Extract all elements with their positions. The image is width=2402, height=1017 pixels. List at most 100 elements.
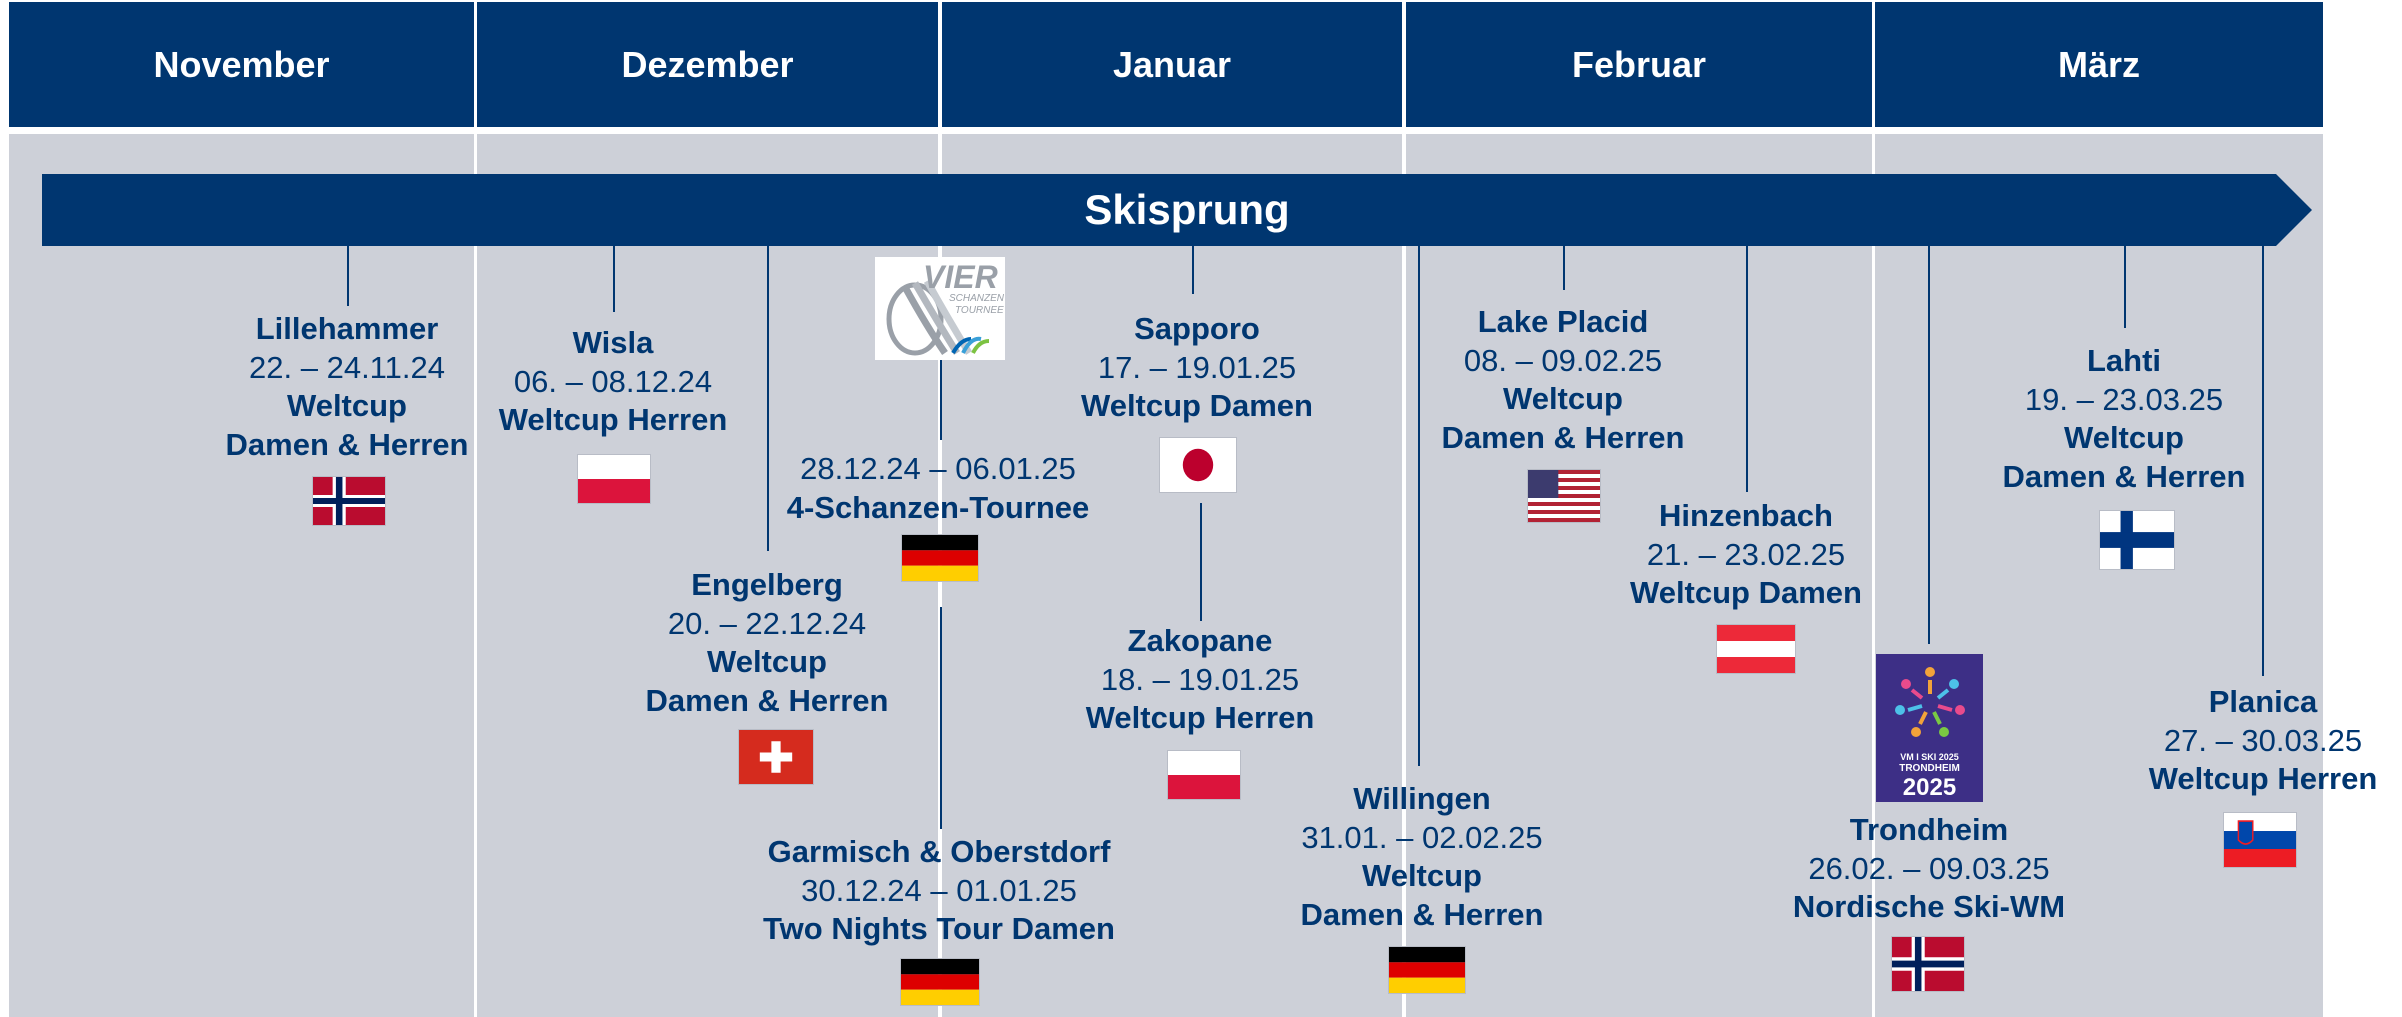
connector-lillehammer [347, 246, 349, 306]
vierschanzentournee-logo-graphic [886, 279, 990, 356]
connector-lakeplacid [1563, 246, 1565, 290]
month-header-maerz: März [1875, 2, 2323, 127]
event-place: Lahti [2086, 343, 2162, 378]
event-zakopane: Zakopane 18. – 19.01.25 Weltcup Herren [1050, 622, 1350, 738]
flag-germany-garmisch-icon [900, 958, 980, 1006]
flag-usa-lake-placid-icon [1527, 469, 1601, 523]
event-engelberg: Engelberg 20. – 22.12.24 Weltcup Damen &… [617, 566, 917, 720]
month-column-februar [1406, 134, 1872, 1017]
event-date: 26.02. – 09.03.25 [1808, 850, 2050, 886]
event-detail: Weltcup Herren [1085, 700, 1315, 735]
event-date: 18. – 19.01.25 [1100, 661, 1300, 697]
event-place: Engelberg [691, 567, 843, 602]
event-detail: Weltcup Damen [1081, 388, 1313, 423]
month-header-november: November [9, 2, 474, 127]
event-date: 21. – 23.02.25 [1646, 536, 1846, 572]
event-detail: Weltcup [707, 644, 827, 679]
vier-logo-text: VIER [923, 259, 998, 295]
skisprung-banner-arrow [42, 174, 2312, 246]
flag-slovenia-planica-icon [2223, 812, 2297, 868]
month-column-november [9, 134, 474, 1017]
event-sapporo: Sapporo 17. – 19.01.25 Weltcup Damen [1047, 310, 1347, 426]
event-date: 20. – 22.12.24 [667, 605, 867, 641]
connector-tournee-top [940, 360, 942, 440]
event-willingen: Willingen 31.01. – 02.02.25 Weltcup Dame… [1272, 780, 1572, 934]
month-header-februar: Februar [1406, 2, 1872, 127]
vier-logo-subtext-1: SCHANZEN [949, 293, 1005, 304]
flag-poland-wisla-icon [577, 454, 651, 504]
event-detail: Weltcup Herren [2148, 761, 2378, 796]
connector-wisla [613, 246, 615, 312]
event-detail: Weltcup Herren [498, 402, 728, 437]
event-place: Wisla [572, 325, 654, 360]
event-lillehammer: Lillehammer 22. – 24.11.24 Weltcup Damen… [197, 310, 497, 464]
event-detail: Damen & Herren [225, 426, 469, 462]
flag-poland-zakopane-icon [1167, 750, 1241, 800]
connector-trondheim [1928, 246, 1930, 644]
month-column-januar [942, 134, 1402, 1017]
flag-japan-sapporo-icon [1159, 437, 1237, 493]
event-place: Planica [2208, 684, 2318, 719]
event-lake-placid: Lake Placid 08. – 09.02.25 Weltcup Damen… [1413, 303, 1713, 457]
month-header-januar: Januar [942, 2, 1402, 127]
event-lahti: Lahti 19. – 23.03.25 Weltcup Damen & Her… [1974, 342, 2274, 496]
event-date: 08. – 09.02.25 [1463, 342, 1663, 378]
flag-germany-willingen-icon [1388, 946, 1466, 994]
wm-logo-text-3: 2025 [1902, 774, 1957, 801]
vierschanzentournee-logo: VIER SCHANZEN TOURNEE [875, 257, 1005, 360]
event-detail: Two Nights Tour Damen [763, 911, 1115, 946]
event-detail: Nordische Ski-WM [1792, 889, 2066, 924]
event-garmisch-oberstdorf: Garmisch & Oberstdorf 30.12.24 – 01.01.2… [739, 833, 1139, 949]
event-detail: Damen & Herren [1300, 896, 1544, 932]
event-detail: Damen & Herren [2002, 458, 2246, 494]
event-detail: Weltcup Damen [1630, 575, 1862, 610]
flag-norway-trondheim-icon [1891, 936, 1965, 992]
event-trondheim: Trondheim 26.02. – 09.03.25 Nordische Sk… [1779, 811, 2079, 927]
event-detail: Weltcup [1362, 858, 1482, 893]
event-vierschanzentournee: 28.12.24 – 06.01.25 4-Schanzen-Tournee [738, 450, 1138, 527]
banner-title: Skisprung [1084, 186, 1290, 233]
event-place: Zakopane [1127, 623, 1273, 658]
flag-austria-hinzenbach-icon [1716, 624, 1796, 674]
event-place: Trondheim [1849, 812, 2009, 847]
event-detail: Weltcup [1503, 381, 1623, 416]
flag-finland-lahti-icon [2099, 510, 2175, 570]
event-detail: Weltcup [2064, 420, 2184, 455]
event-wisla: Wisla 06. – 08.12.24 Weltcup Herren [463, 324, 763, 440]
trondheim-2025-logo-graphic [1895, 667, 1965, 737]
event-date: 28.12.24 – 06.01.25 [800, 451, 1076, 486]
event-place: Willingen [1353, 781, 1491, 816]
wm-logo-text-2: TRONDHEIM [1899, 763, 1960, 774]
flag-switzerland-engelberg-icon [738, 729, 814, 785]
event-place: Lillehammer [255, 311, 439, 346]
event-detail: 4-Schanzen-Tournee [786, 489, 1090, 525]
connector-zakopane [1200, 503, 1202, 621]
connector-hinzenbach [1746, 246, 1748, 492]
vier-logo-subtext-2: TOURNEE [955, 305, 1004, 316]
wm-logo-text-1: VM I SKI 2025 [1900, 752, 1959, 762]
event-date: 19. – 23.03.25 [2024, 381, 2224, 417]
flag-norway-lillehammer-icon [312, 476, 386, 526]
month-header-dezember: Dezember [477, 2, 938, 127]
month-column-maerz [1875, 134, 2323, 1017]
event-detail: Damen & Herren [645, 682, 889, 718]
event-date: 31.01. – 02.02.25 [1301, 819, 1543, 855]
connector-planica [2262, 246, 2264, 676]
connector-tournee-bottom [940, 607, 942, 829]
flag-germany-tournee-icon [901, 534, 979, 582]
event-date: 17. – 19.01.25 [1097, 349, 1297, 385]
month-column-dezember [477, 134, 938, 1017]
event-place: Hinzenbach [1659, 498, 1833, 533]
event-place: Garmisch & Oberstdorf [767, 834, 1111, 869]
connector-willingen [1418, 246, 1420, 766]
event-date: 30.12.24 – 01.01.25 [801, 872, 1077, 908]
connector-engelberg [767, 246, 769, 551]
event-date: 27. – 30.03.25 [2163, 722, 2363, 758]
event-hinzenbach: Hinzenbach 21. – 23.02.25 Weltcup Damen [1596, 497, 1896, 613]
connector-sapporo [1192, 246, 1194, 294]
event-date: 22. – 24.11.24 [249, 349, 445, 385]
event-place: Sapporo [1134, 311, 1260, 346]
event-place: Lake Placid [1477, 304, 1649, 339]
trondheim-2025-logo: VM I SKI 2025 TRONDHEIM 2025 [1876, 654, 1983, 802]
